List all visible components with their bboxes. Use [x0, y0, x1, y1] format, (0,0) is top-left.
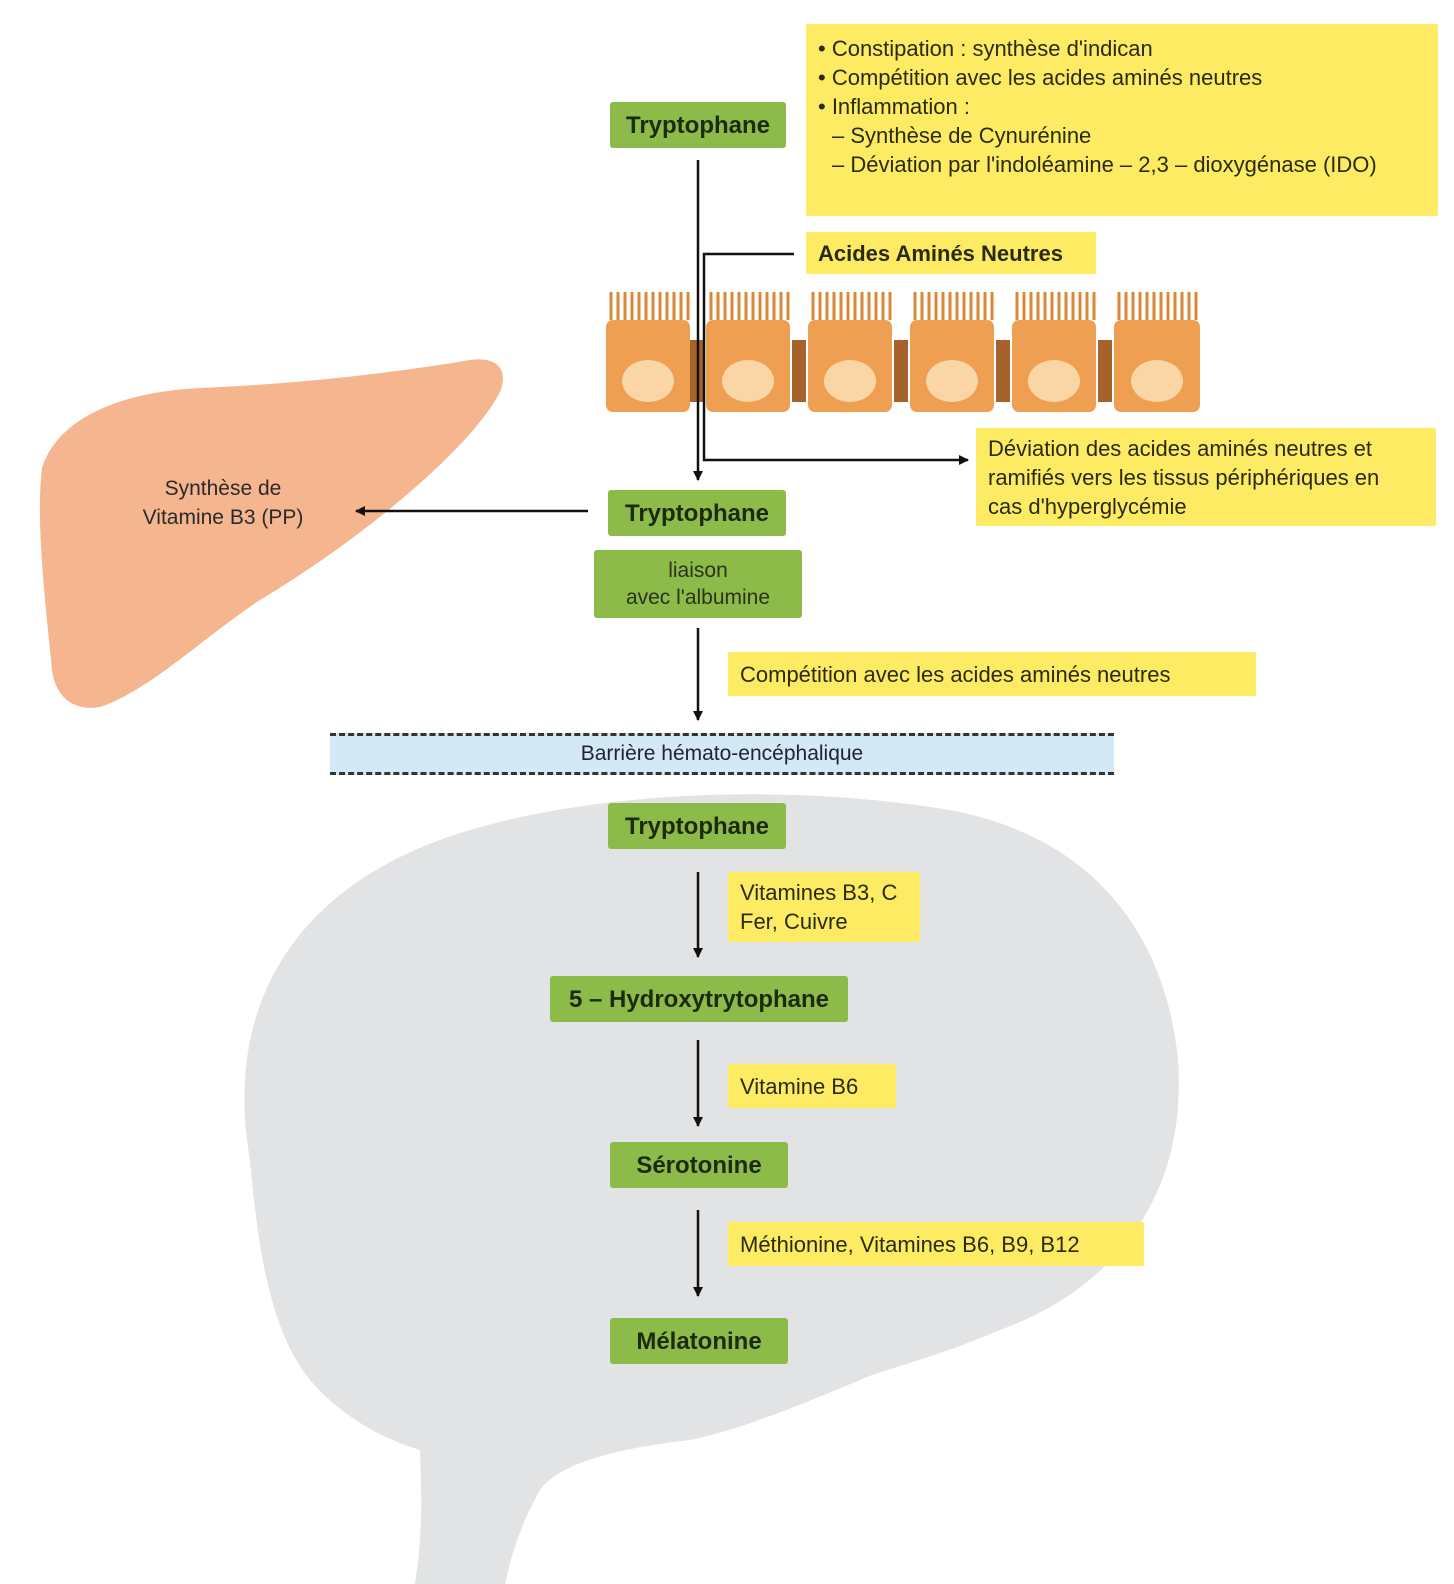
note-line: – Déviation par l'indoléamine – 2,3 – di… [832, 152, 1377, 177]
intestinal-epithelium [606, 292, 1200, 412]
albumine-line-1: liaison [668, 559, 728, 582]
epithelial-cell [606, 292, 690, 412]
note-competition: Compétition avec les acides aminés neutr… [728, 652, 1256, 696]
node-hydroxytryptophane: 5 – Hydroxytrytophane [550, 976, 848, 1022]
note-acides-amines-neutres: Acides Aminés Neutres [806, 232, 1096, 274]
node-tryptophane-dietary: Tryptophane [610, 102, 786, 148]
note-line: – Synthèse de Cynurénine [832, 123, 1092, 148]
cell-junction [894, 340, 908, 402]
note-line: Déviation des acides aminés neutres et [988, 436, 1372, 461]
liver-shape [39, 359, 503, 708]
liver-label-line-1: Synthèse de [164, 477, 282, 500]
epithelial-cell [808, 292, 892, 412]
node-liaison-albumine: liaison avec l'albumine [594, 550, 802, 618]
note-line: Fer, Cuivre [740, 909, 848, 934]
note-vitamines-b3-c: Vitamines B3, C Fer, Cuivre [728, 872, 920, 942]
epithelial-cell [1114, 292, 1200, 412]
brain-shape [244, 794, 1179, 1584]
note-methionine: Méthionine, Vitamines B6, B9, B12 [728, 1222, 1144, 1266]
epithelial-cell [910, 292, 994, 412]
note-line: ramifiés vers les tissus périphériques e… [988, 465, 1380, 490]
note-line: Vitamines B3, C [740, 880, 898, 905]
node-serotonine: Sérotonine [610, 1142, 788, 1188]
node-tryptophane-blood: Tryptophane [608, 490, 786, 536]
note-inflammation-factors: • Constipation : synthèse d'indican • Co… [806, 24, 1438, 216]
blood-brain-barrier: Barrière hémato-encéphalique [330, 733, 1114, 775]
node-melatonine: Mélatonine [610, 1318, 788, 1364]
note-line: • Compétition avec les acides aminés neu… [818, 65, 1263, 90]
note-deviation-hyperglycemie: Déviation des acides aminés neutres et r… [976, 428, 1436, 526]
connector-acides-amines [702, 252, 969, 465]
note-line: cas d'hyperglycémie [988, 494, 1187, 519]
note-line: • Inflammation : [818, 94, 970, 119]
cell-junction [792, 340, 806, 402]
node-tryptophane-brain: Tryptophane [608, 803, 786, 849]
note-line: • Constipation : synthèse d'indican [818, 36, 1153, 61]
epithelial-cell [1012, 292, 1096, 412]
cell-junction [996, 340, 1010, 402]
note-vitamine-b6: Vitamine B6 [728, 1064, 896, 1108]
liver-label: Synthèse de Vitamine B3 (PP) [118, 474, 328, 532]
albumine-line-2: avec l'albumine [625, 586, 771, 609]
cell-junction [1098, 340, 1112, 402]
epithelial-cell [706, 292, 790, 412]
liver-label-line-2: Vitamine B3 (PP) [142, 506, 304, 529]
